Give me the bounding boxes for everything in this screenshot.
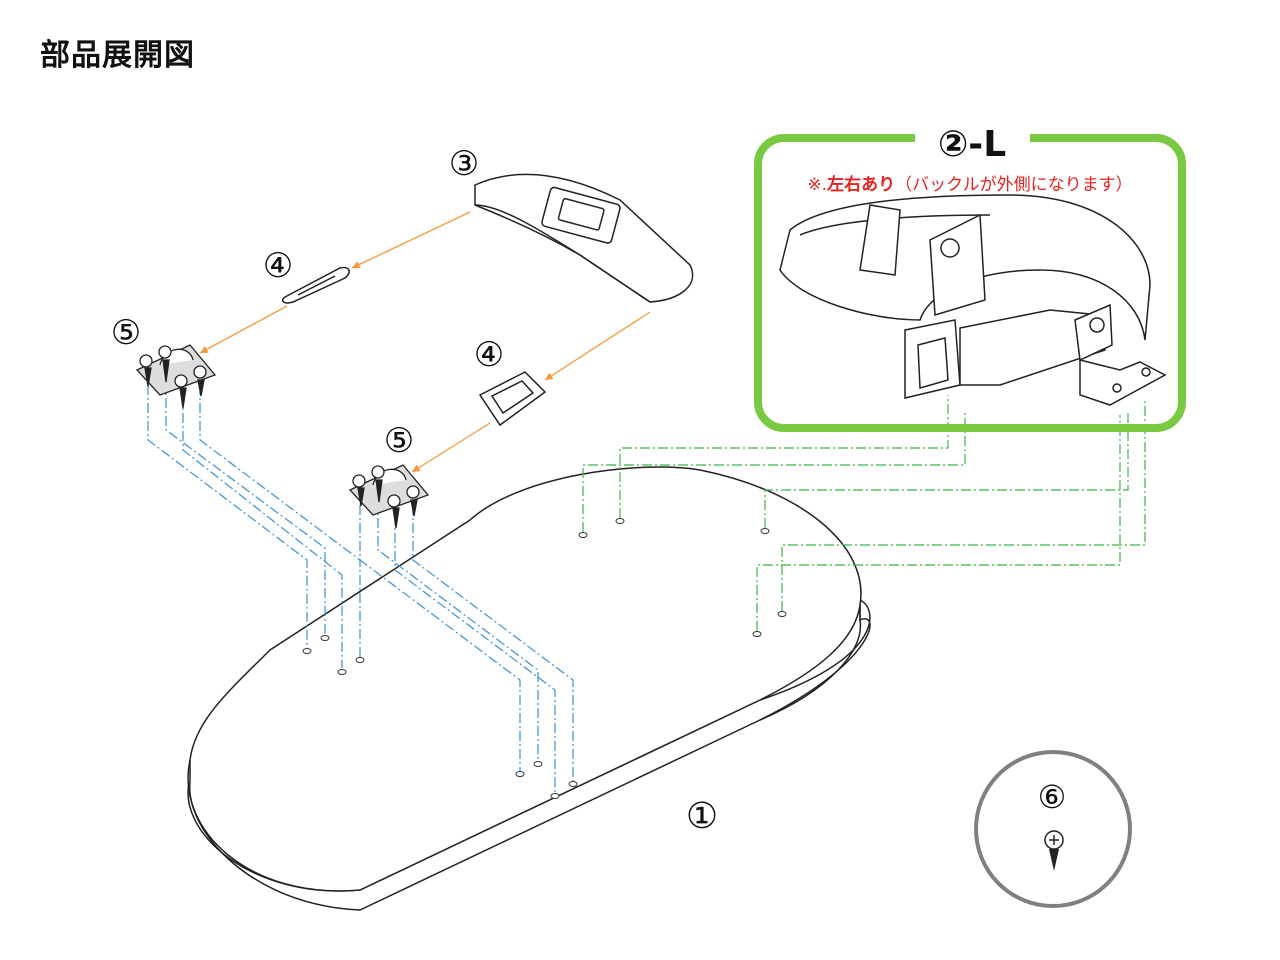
left-right-note: ※.左右あり（バックルが外側になります） [760,170,1180,195]
label-part-4b: ④ [474,335,504,375]
part2-strap-assembly [779,194,1167,406]
label-part-1: ① [686,796,718,837]
note-prefix: ※. [807,175,828,195]
note-rest: （バックルが外側になります） [895,175,1133,195]
bracket-part-b [348,464,430,529]
label-part-5b: ⑤ [384,421,414,461]
orange-arrows [199,211,651,473]
strap-part [474,173,694,303]
page-title: 部品展開図 [40,38,195,73]
board-holes [302,518,787,799]
label-part-5a: ⑤ [111,313,141,353]
base-board [187,466,871,911]
green-guide-lines [582,395,1146,631]
label-part-3: ③ [449,144,479,184]
blue-guide-lines [147,380,574,793]
part6-circle [974,750,1132,908]
label-part-2-l: ②-L [938,124,1006,165]
note-bold: 左右あり [827,175,896,195]
label-part-4a: ④ [263,246,293,286]
ring-buckle-part [478,371,547,427]
bracket-part-a [135,344,217,409]
label-part-6: ⑥ [1038,778,1067,816]
slider-part-small [281,266,350,304]
part2-highlight-box [754,120,1186,432]
